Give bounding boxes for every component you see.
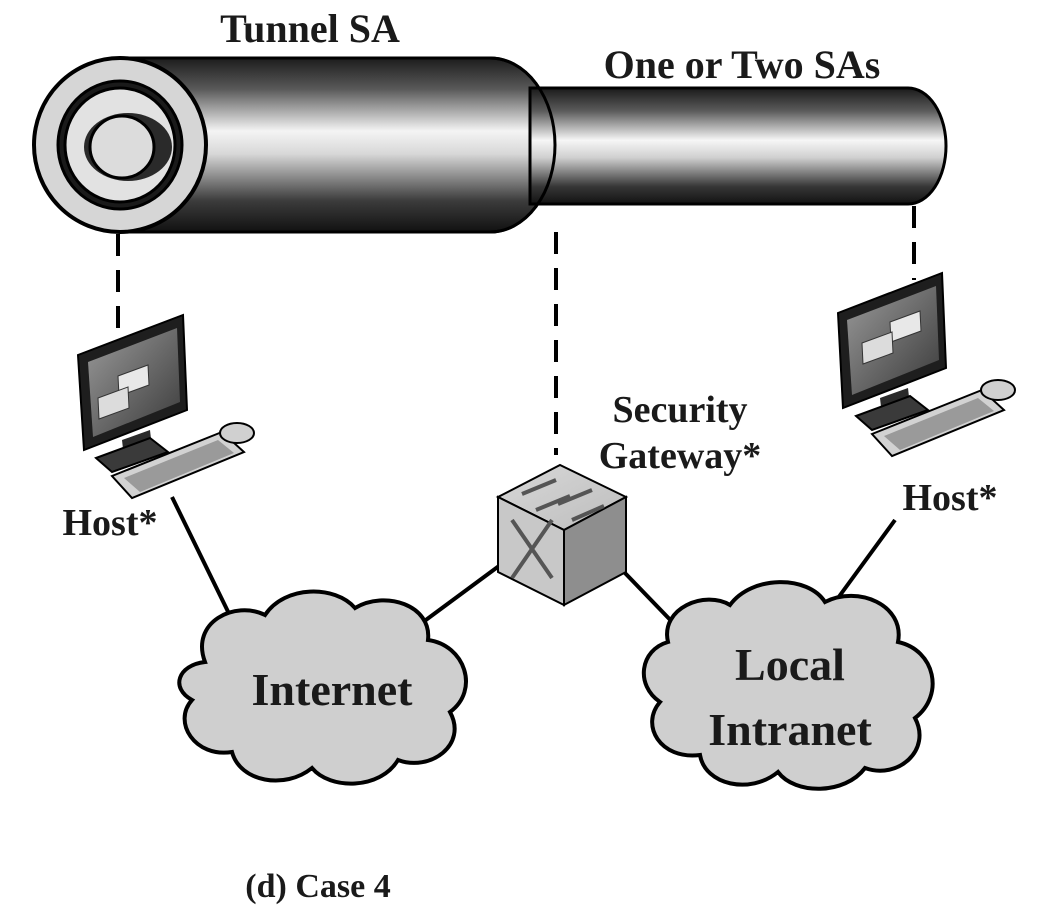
- tunnel-end-rings: [32, 56, 208, 234]
- network-links: [170, 496, 897, 632]
- link-left-host-internet: [170, 496, 239, 631]
- gateway-label-line2: Gateway*: [599, 435, 762, 477]
- intranet-cloud-label-line1: Local: [735, 639, 845, 690]
- figure-caption: (d) Case 4: [245, 868, 390, 905]
- security-gateway-router-icon: [495, 463, 629, 607]
- left-host-label: Host*: [63, 502, 158, 544]
- internet-cloud: [177, 589, 468, 786]
- dashed-connectors: [116, 206, 916, 455]
- internet-cloud-label: Internet: [252, 664, 414, 715]
- link-intranet-right-host: [836, 518, 897, 600]
- inner-sa-label: One or Two SAs: [604, 42, 881, 87]
- right-host-label: Host*: [903, 477, 998, 519]
- local-intranet-cloud: [641, 580, 935, 791]
- right-host-computer-icon: [836, 271, 1016, 458]
- intranet-cloud-label-line2: Intranet: [708, 704, 872, 755]
- left-host-computer-icon: [76, 313, 255, 500]
- tunnel-sa-label: Tunnel SA: [220, 6, 400, 51]
- inner-sa-pipe: [489, 56, 948, 234]
- link-internet-gateway: [413, 561, 505, 630]
- gateway-label-line1: Security: [612, 389, 747, 431]
